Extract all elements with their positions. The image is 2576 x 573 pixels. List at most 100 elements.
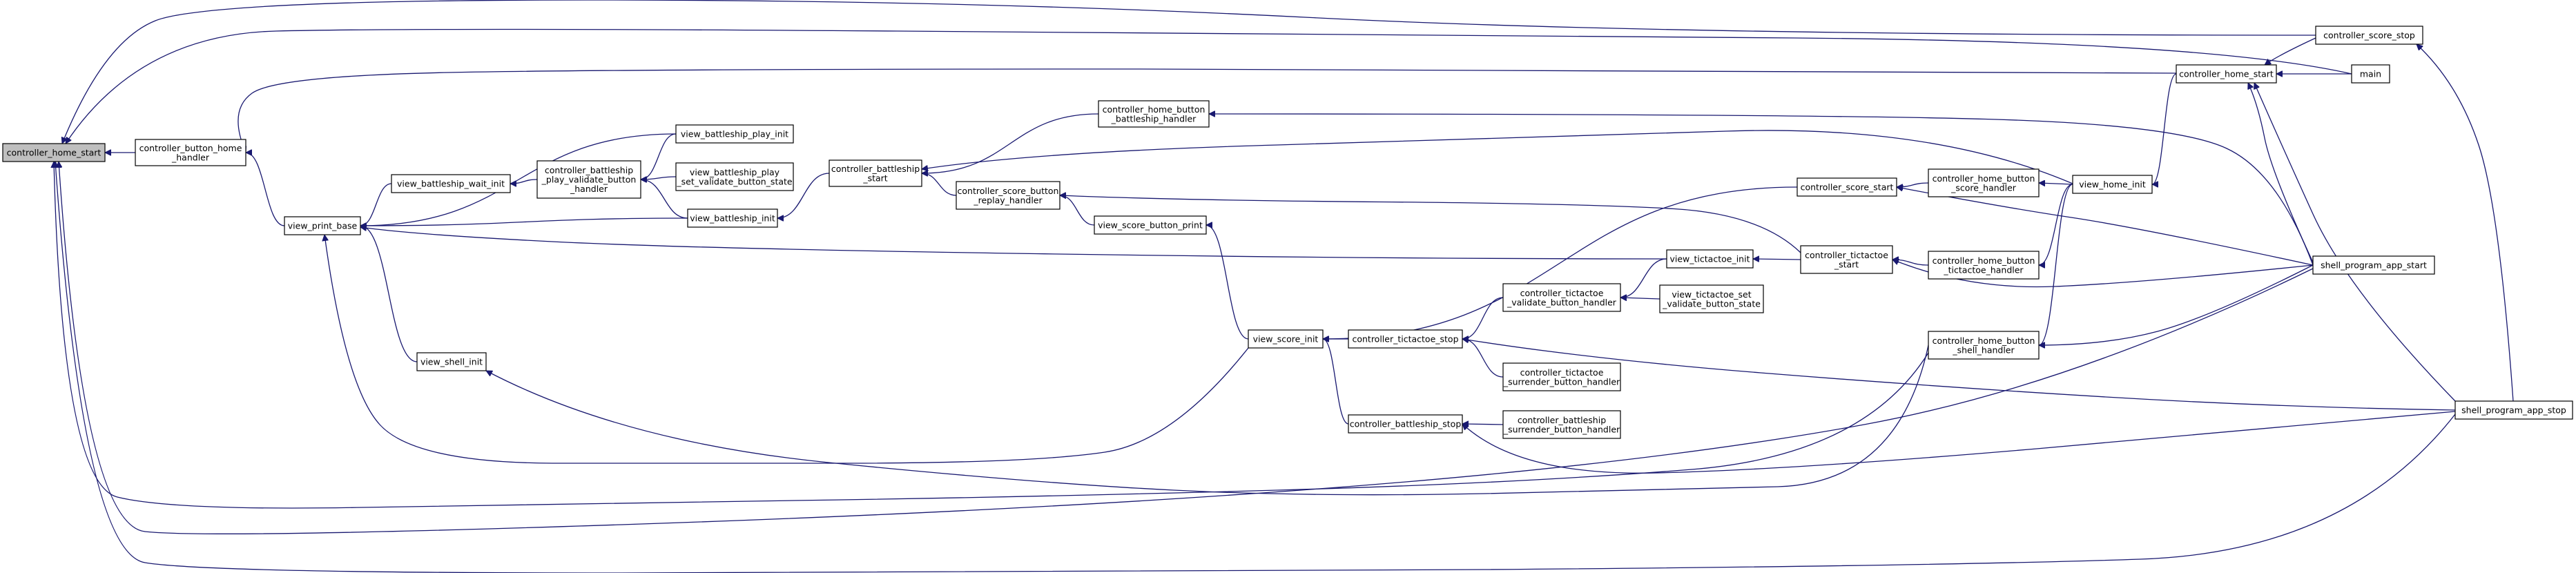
edge-controller-score-stop-to-controller-home-start (62, 0, 2316, 144)
edge-controller-home-button-score-handler-to-controller-score-start (1897, 182, 1929, 187)
node-box (829, 159, 922, 187)
node-label: view_battleship_wait_init (397, 179, 505, 189)
node-controller-battleship-surrender-button-handler[interactable]: controller_battleship_surrender_button_h… (1502, 410, 1621, 439)
node-box (1800, 245, 1893, 274)
node-label: controller_home_button (1103, 104, 1205, 115)
node-view-battleship-play-set-validate-button-state[interactable]: view_battleship_play_set_validate_button… (675, 162, 794, 191)
node-controller-battleship-start[interactable]: controller_battleship_start (829, 159, 922, 187)
node-main[interactable]: main (2351, 64, 2390, 84)
edge-controller-tictactoe-start-to-controller-score-button-replay-handler (1060, 195, 1801, 253)
node-box (2312, 255, 2435, 275)
node-label: view_print_base (288, 221, 358, 231)
node-label: controller_home_start (2179, 69, 2274, 79)
node-controller-home-button-tictactoe-handler[interactable]: controller_home_button_tictactoe_handler (1928, 251, 2040, 280)
node-view-battleship-play-init[interactable]: view_battleship_play_init (675, 124, 794, 144)
node-shell-program-app-start[interactable]: shell_program_app_start (2312, 255, 2435, 275)
edge-controller-battleship-play-validate-button-handler-to-view-battleship-wait-init (510, 179, 538, 184)
node-view-score-button-print[interactable]: view_score_button_print (1094, 215, 1207, 235)
node-box (675, 124, 794, 144)
node-label: _score_handler (1950, 182, 2017, 193)
node-controller-battleship-play-validate-button-handler[interactable]: controller_battleship_play_validate_butt… (536, 160, 641, 199)
node-view-shell-init[interactable]: view_shell_init (416, 352, 487, 371)
node-label: controller_tictactoe (1520, 367, 1604, 378)
node-controller-home-button-battleship-handler[interactable]: controller_home_button_battleship_handle… (1098, 100, 1210, 128)
node-box (1928, 168, 2040, 197)
node-box (1098, 100, 1210, 128)
node-label: _play_validate_button (541, 175, 637, 185)
node-controller-tictactoe-start[interactable]: controller_tictactoe_start (1800, 245, 1893, 274)
node-controller-battleship-stop[interactable]: controller_battleship_stop (1348, 414, 1463, 434)
node-box (1248, 329, 1324, 349)
node-label: controller_tictactoe_stop (1352, 334, 1458, 344)
nodes-layer: controller_home_start controller_button_h… (2, 26, 2573, 439)
node-view-battleship-wait-init[interactable]: view_battleship_wait_init (391, 174, 511, 193)
node-box (1659, 284, 1764, 313)
edge-shell-program-app-start-to-controller-home-start (59, 162, 2314, 534)
node-label: _replay_handler (973, 195, 1043, 205)
node-label: _surrender_button_handler (1503, 376, 1620, 387)
node-box (284, 216, 361, 235)
edge-controller-home-button-shell-handler-to-view-shell-init (486, 344, 1929, 496)
node-label: controller_score_button (958, 186, 1059, 196)
node-box (2351, 64, 2390, 84)
edge-shell-program-app-stop-to-controller-home-start (55, 162, 2456, 573)
node-box (1502, 283, 1621, 312)
node-controller-tictactoe-validate-button-handler[interactable]: controller_tictactoe_validate_button_han… (1502, 283, 1621, 312)
node-label: view_tictactoe_set (1672, 289, 1751, 300)
edge-view-battleship-play-init-to-controller-battleship-play-validate-button-handler (640, 133, 677, 179)
edge-controller-home-button-shell-handler-to-controller-home-start (54, 162, 1929, 509)
node-controller-home-button-score-handler[interactable]: controller_home_button_score_handler (1928, 168, 2040, 197)
node-box (416, 352, 487, 371)
node-controller-button-home-handler[interactable]: controller_button_home_handler (135, 139, 246, 166)
node-label: controller_battleship (831, 164, 920, 174)
node-controller-score-button-replay-handler[interactable]: controller_score_button_replay_handler (956, 181, 1061, 210)
edge-controller-score-button-replay-handler-to-controller-battleship-start (921, 173, 957, 196)
node-box (675, 162, 794, 191)
node-label: controller_battleship (1518, 415, 1606, 425)
node-controller-home-start-2[interactable]: controller_home_start (2176, 64, 2277, 84)
edge-view-home-init-to-controller-home-button-shell-handler (2038, 184, 2073, 345)
edge-shell-program-app-start-to-controller-home-button-shell-handler (2039, 264, 2314, 345)
node-label: _handler (570, 184, 608, 194)
edge-view-score-button-print-to-controller-score-button-replay-handler (1059, 195, 1095, 226)
node-view-tictactoe-init[interactable]: view_tictactoe_init (1666, 249, 1754, 269)
node-controller-tictactoe-stop[interactable]: controller_tictactoe_stop (1348, 329, 1463, 349)
node-view-battleship-init[interactable]: view_battleship_init (687, 208, 778, 228)
node-view-print-base[interactable]: view_print_base (284, 216, 361, 235)
edge-shell-program-app-start-to-controller-home-button-battleship-handler (1209, 114, 2314, 266)
node-label: view_battleship_play_init (681, 129, 788, 139)
node-box (135, 139, 246, 166)
edge-shell-program-app-stop-to-controller-score-stop (2417, 44, 2514, 402)
node-label: controller_score_stop (2323, 30, 2415, 41)
node-label: controller_tictactoe (1520, 288, 1604, 298)
edge-controller-battleship-stop-to-view-score-init (1322, 339, 1349, 425)
node-controller-tictactoe-surrender-button-handler[interactable]: controller_tictactoe_surrender_button_ha… (1502, 362, 1621, 391)
node-box (1502, 362, 1621, 391)
node-label: view_score_button_print (1098, 220, 1203, 231)
node-controller-home-start[interactable]: controller_home_start (2, 143, 106, 162)
node-label: shell_program_app_stop (2461, 405, 2566, 416)
node-controller-score-stop[interactable]: controller_score_stop (2315, 26, 2423, 45)
edge-shell-program-app-start-to-controller-score-start (1897, 187, 2314, 266)
node-view-home-init[interactable]: view_home_init (2072, 175, 2153, 194)
edge-controller-battleship-start-to-view-battleship-init (777, 173, 830, 218)
node-label: controller_home_button (1933, 173, 2035, 184)
edge-view-score-init-to-view-print-base (325, 235, 1249, 465)
edge-shell-program-app-stop-to-controller-battleship-stop (1462, 411, 2456, 474)
node-label: main (2360, 69, 2381, 79)
node-controller-score-start[interactable]: controller_score_start (1797, 177, 1897, 197)
node-label: _validate_button_handler (1507, 297, 1617, 307)
node-view-tictactoe-set-validate-button-state[interactable]: view_tictactoe_set_validate_button_state (1659, 284, 1764, 313)
node-box (1928, 251, 2040, 280)
node-controller-home-button-shell-handler[interactable]: controller_home_button_shell_handler (1928, 331, 2040, 360)
edge-view-home-init-to-controller-home-button-score-handler (2039, 183, 2073, 184)
node-label: _handler (171, 152, 210, 162)
node-label: controller_battleship (545, 165, 633, 175)
node-view-score-init[interactable]: view_score_init (1248, 329, 1324, 349)
node-box (687, 208, 778, 228)
edge-main-to-controller-home-start (66, 28, 2352, 144)
node-shell-program-app-stop[interactable]: shell_program_app_stop (2454, 400, 2573, 420)
edge-view-battleship-init-to-controller-battleship-play-validate-button-handler (641, 179, 688, 219)
edge-view-home-init-to-controller-battleship-start (922, 130, 2073, 184)
node-label: view_battleship_init (690, 213, 775, 224)
